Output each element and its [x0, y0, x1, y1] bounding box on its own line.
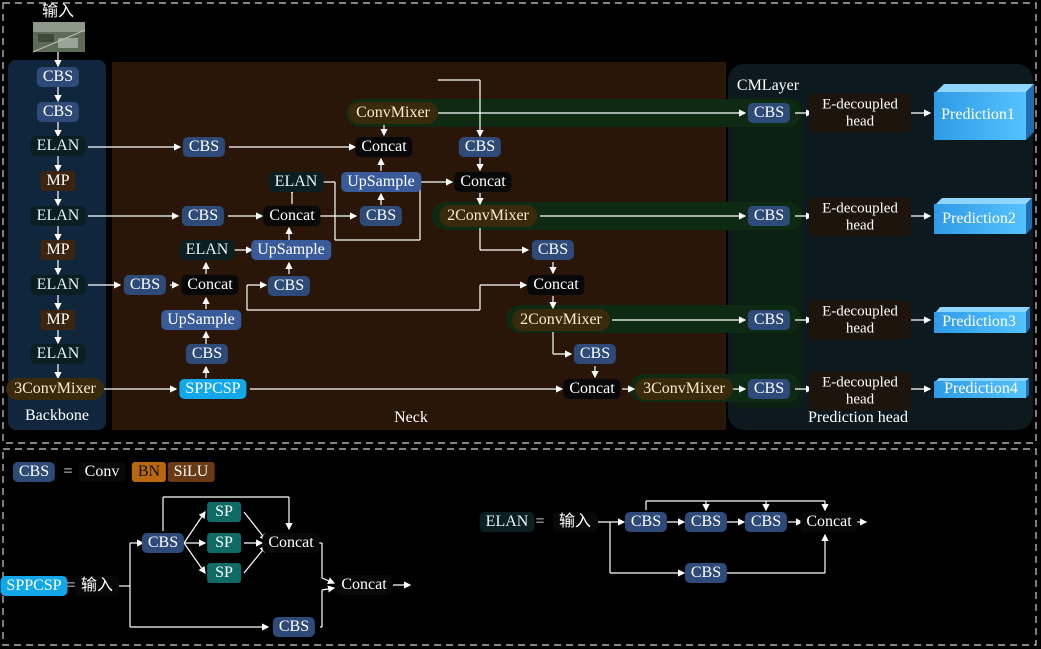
neck-concat-1: Concat [355, 137, 413, 157]
e-decoupled-head-2: E-decoupled head [809, 197, 911, 237]
backbone-elan-2: ELAN [30, 206, 86, 226]
neck-cbs-d: CBS [185, 344, 229, 364]
legend-sppcsp: SPPCSP [0, 576, 68, 596]
legend-equals-2: = [66, 577, 76, 594]
legend-spp-cbs-1: CBS [141, 533, 185, 553]
legend-sp-2: SP [207, 533, 241, 553]
neck-cbs-c: CBS [123, 275, 167, 295]
top-frame [2, 2, 1037, 444]
cmlayer-cbs-4: CBS [747, 379, 791, 399]
input-label: 输入 [41, 3, 75, 20]
prediction-1-label: Prediction1 [941, 106, 1015, 123]
legend-elan-cbs-3: CBS [744, 512, 788, 532]
legend-spp-concat-2: Concat [335, 575, 393, 595]
connectors [54, 52, 932, 631]
neck-3convmixer: 3ConvMixer [635, 378, 733, 400]
legend-equals-3: = [535, 513, 545, 530]
legend-elan-cbs-4: CBS [684, 563, 728, 583]
neck-elan-a: ELAN [268, 172, 324, 192]
neck-concat-4: Concat [454, 172, 512, 192]
neck-concat-6: Concat [563, 379, 621, 399]
cmlayer-cbs-3: CBS [747, 310, 791, 330]
backbone-mp-3: MP [40, 310, 76, 330]
legend-sp-3: SP [207, 563, 241, 583]
legend-spp-input: 输入 [74, 576, 120, 596]
neck-elan-b: ELAN [179, 240, 235, 260]
neck-concat-5: Concat [527, 275, 585, 295]
neck-cbs-e: CBS [267, 276, 311, 296]
neck-label: Neck [394, 409, 428, 426]
legend-sp-1: SP [207, 502, 241, 522]
e-decoupled-head-4: E-decoupled head [809, 371, 911, 411]
legend-elan-concat: Concat [800, 512, 858, 532]
neck-cbs-b: CBS [181, 206, 225, 226]
backbone-3convmixer: 3ConvMixer [6, 378, 104, 400]
prediction-box-1 [934, 84, 1034, 140]
neck-cbs-i: CBS [573, 344, 617, 364]
backbone-mp-2: MP [40, 240, 76, 260]
neck-2convmixer-2: 2ConvMixer [512, 309, 610, 331]
legend-bn: BN [131, 462, 167, 482]
backbone-mp-1: MP [40, 171, 76, 191]
cmlayer-label: CMLayer [736, 77, 800, 94]
neck-concat-2: Concat [263, 206, 321, 226]
legend-spp-concat-1: Concat [262, 533, 320, 553]
prediction-head-region [728, 64, 1033, 430]
backbone-elan-1: ELAN [30, 136, 86, 156]
legend-elan-input: 输入 [552, 512, 598, 532]
prediction-head-label: Prediction head [808, 409, 908, 426]
neck-cbs-a: CBS [182, 137, 226, 157]
legend-elan-cbs-1: CBS [624, 512, 668, 532]
cmlayer-cbs-2: CBS [747, 206, 791, 226]
neck-upsample-2: UpSample [251, 240, 331, 260]
input-image-thumbnail [32, 22, 86, 53]
prediction-box-4 [934, 378, 1029, 398]
e-decoupled-head-3: E-decoupled head [809, 300, 911, 340]
legend-cbs: CBS [12, 462, 56, 482]
legend-elan: ELAN [479, 512, 535, 532]
backbone-elan-4: ELAN [30, 344, 86, 364]
legend-silu: SiLU [167, 462, 215, 482]
backbone-cbs-2: CBS [36, 102, 80, 122]
prediction-box-2 [934, 198, 1032, 234]
neck-cbs-h: CBS [531, 240, 575, 260]
cmlayer-region [733, 98, 803, 408]
backbone-elan-3: ELAN [30, 275, 86, 295]
neck-upsample-3: UpSample [161, 310, 241, 330]
neck-2convmixer-1: 2ConvMixer [439, 205, 537, 227]
cmlayer-cbs-1: CBS [747, 103, 791, 123]
backbone-label: Backbone [25, 407, 89, 424]
legend-spp-cbs-2: CBS [272, 617, 316, 637]
neck-upsample-1: UpSample [341, 172, 421, 192]
legend-conv: Conv [78, 462, 126, 482]
prediction-box-3 [934, 307, 1030, 333]
prediction-4-label: Prediction4 [944, 380, 1018, 397]
neck-sppcsp: SPPCSP [179, 379, 247, 399]
prediction-2-label: Prediction2 [942, 210, 1016, 227]
neck-cbs-g: CBS [458, 137, 502, 157]
neck-concat-3: Concat [181, 275, 239, 295]
neck-cbs-f: CBS [359, 206, 403, 226]
backbone-cbs-1: CBS [36, 67, 80, 87]
legend-equals-1: = [63, 463, 73, 480]
neck-convmixer: ConvMixer [348, 102, 438, 124]
prediction-3-label: Prediction3 [942, 313, 1016, 330]
e-decoupled-head-1: E-decoupled head [809, 93, 911, 133]
legend-frame [2, 448, 1037, 646]
legend-elan-cbs-2: CBS [684, 512, 728, 532]
